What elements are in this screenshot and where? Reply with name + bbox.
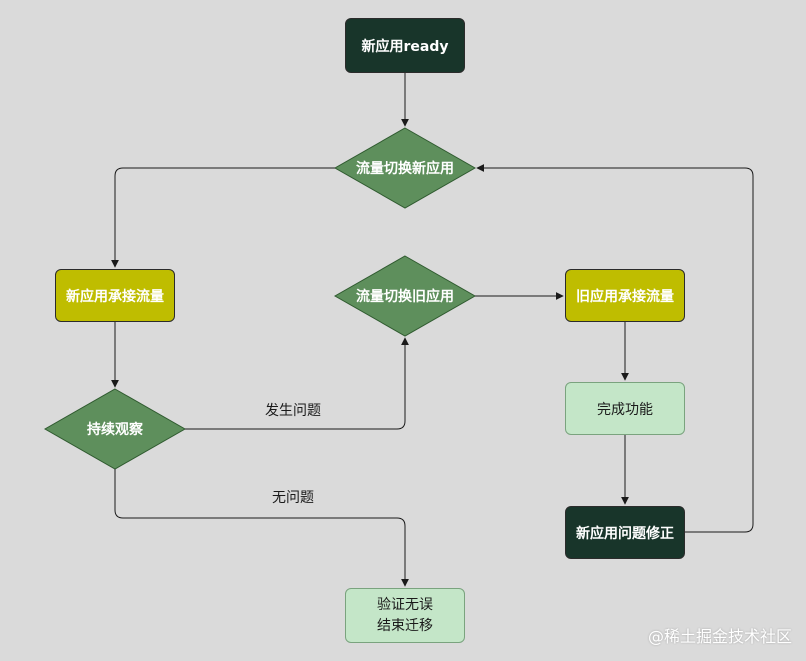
edge-observe-issue-to-switch-old: [185, 337, 409, 430]
switch-to-new-decision[interactable]: [333, 127, 477, 209]
fix-new-app-issues-node[interactable]: 新应用问题修正: [565, 506, 685, 559]
edge-fix-to-switch-new: [476, 164, 754, 533]
new-app-ready-node[interactable]: 新应用ready: [345, 18, 465, 73]
edge-switch-new-to-new-traffic: [111, 167, 335, 268]
old-app-takes-traffic-node[interactable]: 旧应用承接流量: [565, 269, 685, 322]
issue-found-edge-label: 发生问题: [265, 403, 321, 419]
keep-observing-decision[interactable]: [43, 388, 187, 470]
complete-features-node[interactable]: 完成功能: [565, 382, 685, 435]
new-app-takes-traffic-node[interactable]: 新应用承接流量: [55, 269, 175, 322]
no-issue-edge-label: 无问题: [272, 490, 314, 506]
edge-observe-no-issue-to-verify: [114, 469, 409, 587]
watermark: @稀土掘金技术社区: [647, 627, 792, 646]
verify-and-finish-node[interactable]: 验证无误 结束迁移: [345, 588, 465, 643]
switch-to-old-decision[interactable]: [333, 255, 477, 337]
